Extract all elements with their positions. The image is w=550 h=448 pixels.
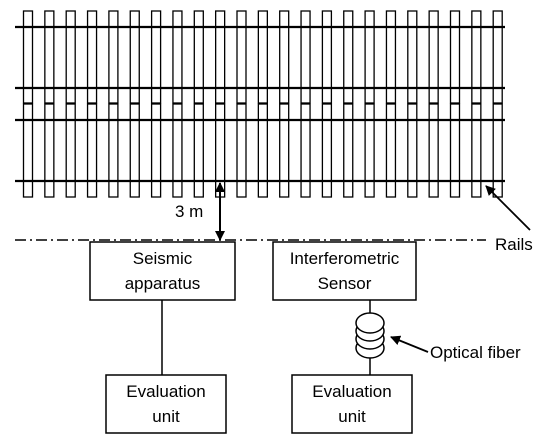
- rail-tie: [364, 103, 375, 198]
- rail-tie: [279, 10, 290, 104]
- rail-tie: [428, 10, 439, 104]
- rail-tie: [407, 103, 418, 198]
- rail-tie: [385, 103, 397, 198]
- rail-tie: [22, 10, 34, 104]
- track-ties-lower: [22, 103, 503, 198]
- rails-pointer-arrow: [485, 185, 531, 231]
- seismic-apparatus-label-line2: apparatus: [125, 274, 201, 293]
- rail-tie: [471, 103, 482, 198]
- rail-tie: [321, 10, 333, 104]
- optical-fiber-label: Optical fiber: [430, 343, 521, 362]
- evaluation-unit-left-line1: Evaluation: [126, 382, 205, 401]
- interferometric-sensor-label-line2: Sensor: [318, 274, 372, 293]
- evaluation-unit-left-line2: unit: [152, 407, 180, 426]
- rail-tie: [236, 10, 247, 104]
- rail-tie: [471, 10, 482, 104]
- rail-tie: [150, 10, 162, 104]
- rail-tie: [108, 10, 119, 104]
- rails-label: Rails: [495, 235, 533, 254]
- evaluation-unit-box-right: [291, 374, 413, 434]
- rail-tie: [385, 10, 397, 104]
- rail-tie: [129, 103, 140, 198]
- interferometric-sensor-box: [272, 241, 417, 301]
- rail-tie: [449, 103, 461, 198]
- rail-tie: [44, 10, 55, 104]
- rail-tie: [86, 103, 98, 198]
- interferometric-sensor-label-line1: Interferometric: [290, 249, 400, 268]
- rail-tie: [300, 10, 311, 104]
- railway-track-upper: [15, 10, 505, 104]
- rail-tie: [407, 10, 418, 104]
- distance-label: 3 m: [175, 202, 203, 221]
- rail-tie: [172, 103, 183, 198]
- evaluation-unit-right-line1: Evaluation: [312, 382, 391, 401]
- optical-fiber-coil: [355, 312, 385, 359]
- rail-tie: [321, 103, 333, 198]
- rail-tie: [279, 103, 290, 198]
- rail-tie: [492, 10, 503, 104]
- seismic-apparatus-label-line1: Seismic: [133, 249, 193, 268]
- optical-fiber-pointer-arrow: [390, 335, 429, 353]
- rail-tie: [364, 10, 375, 104]
- rail-tie: [150, 103, 162, 198]
- rail-tie: [257, 103, 269, 198]
- rail-tie: [343, 103, 354, 198]
- rail-tie: [428, 103, 439, 198]
- rail-tie: [22, 103, 34, 198]
- rail-tie: [449, 10, 461, 104]
- rail-tie: [172, 10, 183, 104]
- rail-tie: [492, 103, 503, 198]
- evaluation-unit-box-left: [105, 374, 227, 434]
- track-ties-upper: [22, 10, 503, 104]
- rail-tie: [257, 10, 269, 104]
- rail-tie: [343, 10, 354, 104]
- rail-tie: [44, 103, 55, 198]
- rail-tie: [193, 10, 204, 104]
- rail-tie: [300, 103, 311, 198]
- railway-track-lower: [15, 103, 505, 198]
- rail-tie: [86, 10, 98, 104]
- seismic-apparatus-box: [89, 241, 236, 301]
- rail-tie: [214, 10, 226, 104]
- rail-tie: [129, 10, 140, 104]
- rail-tie: [108, 103, 119, 198]
- rail-tie: [65, 103, 76, 198]
- rail-tie: [65, 10, 76, 104]
- rail-tie: [236, 103, 247, 198]
- rail-tie: [193, 103, 204, 198]
- evaluation-unit-right-line2: unit: [338, 407, 366, 426]
